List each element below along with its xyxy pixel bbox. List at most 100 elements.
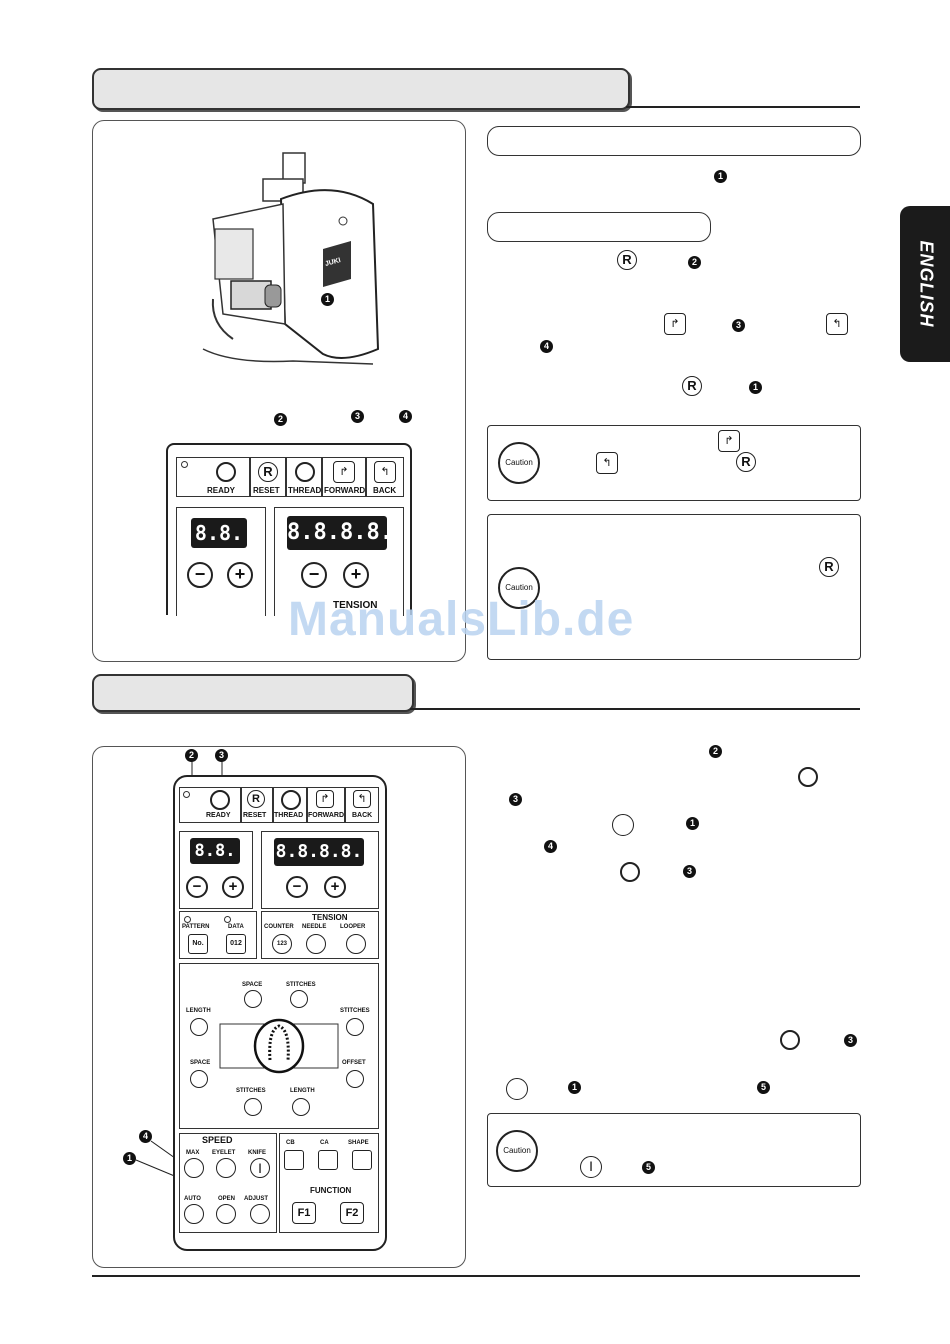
back-button[interactable]: ↰ BACK <box>366 457 404 497</box>
machine-head-illustration <box>202 152 380 365</box>
reset-button[interactable]: R RESET <box>250 457 286 497</box>
subheading-box-2 <box>487 212 711 242</box>
thread-icon-2 <box>281 790 301 810</box>
thread-label-2: THREAD <box>274 812 304 819</box>
ref-4: 4 <box>540 340 553 353</box>
plus-button-3[interactable]: + <box>222 876 244 898</box>
f1-key[interactable]: F1 <box>292 1202 316 1224</box>
space-key-top[interactable] <box>244 990 262 1008</box>
reset-button-2[interactable]: R RESET <box>241 787 273 823</box>
small-lcd-2: 8.8. <box>190 838 240 864</box>
stitches-label-bottom: STITCHES <box>236 1088 266 1094</box>
ready-button[interactable]: READY <box>176 457 250 497</box>
ready-led <box>181 461 188 468</box>
forward-key-ref-2: ↱ <box>718 430 740 452</box>
stitches-key-top[interactable] <box>290 990 308 1008</box>
stitches-key-bottom[interactable] <box>244 1098 262 1116</box>
forward-button[interactable]: ↱ FORWARD <box>322 457 366 497</box>
back-arrow-icon-2: ↰ <box>353 790 371 808</box>
counter-key[interactable]: 123 <box>272 934 292 954</box>
auto-key[interactable] <box>184 1204 204 1224</box>
ready-key-ref-3 <box>780 1030 800 1050</box>
ca-key[interactable] <box>318 1150 338 1170</box>
thread-button-2[interactable]: THREAD <box>273 787 307 823</box>
caution-icon-3: Caution <box>496 1130 538 1172</box>
callout-4b: 4 <box>139 1130 152 1143</box>
looper-key[interactable] <box>346 934 366 954</box>
plus-button-2[interactable]: + <box>343 562 369 588</box>
ready-key-ref-2 <box>620 862 640 882</box>
needle-key[interactable] <box>306 934 326 954</box>
operation-panel-full: READY R RESET THREAD ↱ FORWARD ↰ BACK 8.… <box>173 775 387 1251</box>
shape-key[interactable] <box>352 1150 372 1170</box>
counter-label: COUNTER <box>264 924 294 930</box>
adjust-key[interactable] <box>250 1204 270 1224</box>
open-key-ref-1 <box>612 814 634 836</box>
back-button-2[interactable]: ↰ BACK <box>345 787 379 823</box>
reset-key-icon: R <box>258 462 278 482</box>
minus-button-2[interactable]: − <box>301 562 327 588</box>
reset-key-ref-1: R <box>617 250 637 270</box>
plus-button[interactable]: + <box>227 562 253 588</box>
eyelet-label: EYELET <box>212 1150 236 1156</box>
ca-label: CA <box>320 1140 329 1146</box>
small-display-area: 8.8. − + <box>176 507 266 616</box>
small-lcd: 8.8. <box>191 518 247 548</box>
language-tab-label: ENGLISH <box>916 240 937 328</box>
forward-button-2[interactable]: ↱ FORWARD <box>307 787 345 823</box>
ref2-3-a: 3 <box>509 793 522 806</box>
function-group: CB CA SHAPE FUNCTION F1 F2 <box>279 1133 379 1233</box>
small-display-area-2: 8.8. − + <box>179 831 253 909</box>
minus-button-4[interactable]: − <box>286 876 308 898</box>
open-label: OPEN <box>218 1196 236 1202</box>
plus-button-4[interactable]: + <box>324 876 346 898</box>
thread-button[interactable]: THREAD <box>286 457 322 497</box>
knife-key[interactable]: | <box>250 1158 270 1178</box>
back-key-ref: ↰ <box>826 313 848 335</box>
ready-ring-icon-2 <box>210 790 230 810</box>
ready-button-2[interactable]: READY <box>179 787 241 823</box>
caution-icon: Caution <box>498 442 540 484</box>
ref2-3-b: 3 <box>683 865 696 878</box>
knife-key-ref: | <box>580 1156 602 1178</box>
adjust-label: ADJUST <box>244 1196 269 1202</box>
stitch-diagram-lines <box>219 1018 339 1074</box>
callout-1b: 1 <box>123 1152 136 1165</box>
length-key-left[interactable] <box>190 1018 208 1036</box>
stitches-key-right[interactable] <box>346 1018 364 1036</box>
data-led <box>224 916 231 923</box>
section2-figure-frame: 2 3 4 1 5 READY R RESET THREAD ↱ FORWARD… <box>92 746 466 1268</box>
ready-label: READY <box>207 486 236 495</box>
offset-key[interactable] <box>346 1070 364 1088</box>
length-label-left: LENGTH <box>186 1008 211 1014</box>
reset-key-ref-2: R <box>682 376 702 396</box>
section2-header-rule <box>410 708 860 710</box>
ref-3: 3 <box>732 319 745 332</box>
thread-icon <box>295 462 315 482</box>
minus-button[interactable]: − <box>187 562 213 588</box>
data-key[interactable]: 012 <box>226 934 246 954</box>
cb-label: CB <box>286 1140 295 1146</box>
pattern-key[interactable]: No. <box>188 934 208 954</box>
callout-3: 3 <box>351 410 364 423</box>
language-tab[interactable]: ENGLISH <box>900 206 950 362</box>
callout-2: 2 <box>274 413 287 426</box>
f2-key[interactable]: F2 <box>340 1202 364 1224</box>
minus-button-3[interactable]: − <box>186 876 208 898</box>
back-arrow-icon: ↰ <box>374 461 396 483</box>
reset-key-ref-4: R <box>819 557 839 577</box>
cb-key[interactable] <box>284 1150 304 1170</box>
length-key-bottom[interactable] <box>292 1098 310 1116</box>
eyelet-key[interactable] <box>216 1158 236 1178</box>
ref-2: 2 <box>688 256 701 269</box>
pattern-led <box>184 916 191 923</box>
max-speed-key[interactable] <box>184 1158 204 1178</box>
reset-key-ref-3: R <box>736 452 756 472</box>
back-label: BACK <box>373 486 397 495</box>
forward-label: FORWARD <box>324 486 366 495</box>
large-lcd: 8.8.8.8. <box>287 516 393 550</box>
space-key-left[interactable] <box>190 1070 208 1088</box>
tension-label: TENSION <box>333 600 378 611</box>
counter-tension-group: TENSION COUNTER 123 NEEDLE LOOPER <box>261 911 379 959</box>
open-key[interactable] <box>216 1204 236 1224</box>
